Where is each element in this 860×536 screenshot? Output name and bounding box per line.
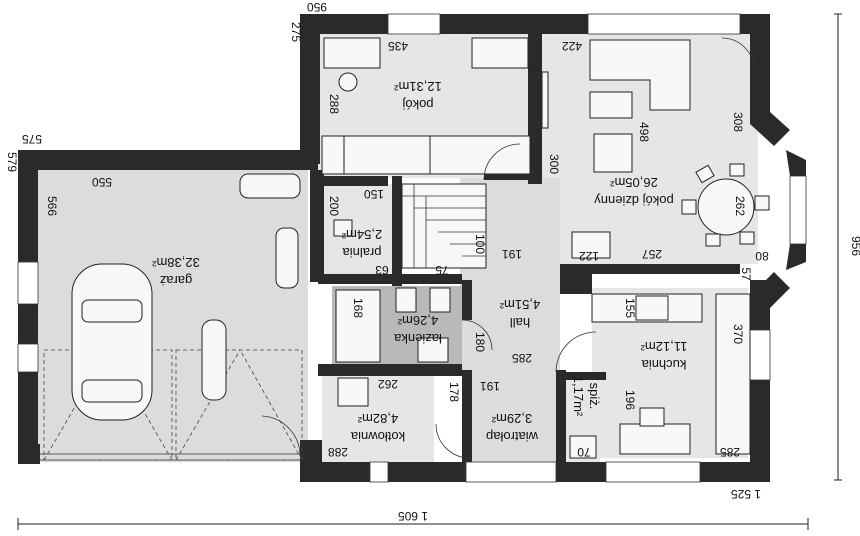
dim-living-300: 300 (547, 154, 561, 174)
room-name: pralnia (342, 245, 382, 260)
dim-garage-550: 550 (92, 175, 112, 189)
dim-total-height: 956 (849, 236, 860, 256)
room-kotlownia: kotłownia 4,82m² (350, 411, 405, 444)
room-name: hall (510, 315, 530, 330)
overall-dimensions: 1 605 1 525 956 950 275 575 579 (5, 0, 860, 523)
room-area: 2,54m² (341, 227, 382, 242)
room-furniture (321, 37, 549, 175)
dim-kitchen-57: 57 (739, 267, 753, 281)
kitchen-fixtures (555, 293, 751, 459)
dim-top-offset: 275 (289, 22, 303, 42)
dim-boiler-262: 262 (378, 377, 398, 391)
dim-bath-168: 168 (351, 298, 365, 318)
dim-kitchen-155: 155 (623, 298, 637, 318)
dim-pantry-70: 70 (577, 445, 591, 459)
walls (18, 14, 806, 482)
room-pralnia: pralnia 2,54m² (341, 227, 382, 260)
dim-boiler-288: 288 (328, 445, 348, 459)
room-name: łazienka (393, 331, 441, 346)
dim-hall-285: 285 (512, 351, 532, 365)
dim-living-498: 498 (637, 122, 651, 142)
room-garaz: garaż 32,38m² (151, 255, 199, 288)
dim-laundry-75: 75 (435, 263, 449, 277)
room-hall: hall 4,51m² (499, 297, 540, 330)
room-pokoj: pokój 12,31m² (393, 79, 441, 112)
dim-laundry-200: 200 (327, 196, 341, 216)
dimension-line (17, 13, 842, 530)
room-area: 11,12m² (640, 339, 687, 354)
living-furniture (571, 37, 770, 259)
windows (17, 13, 807, 483)
dim-hall-191: 191 (502, 247, 522, 261)
room-pokoj-dzienny: pokój dzienny 26,05m² (594, 175, 674, 208)
dim-kitchen-285: 285 (720, 445, 740, 459)
dim-laundry-63: 63 (375, 263, 389, 277)
stairs (401, 143, 521, 269)
dim-laundry-150: 150 (364, 187, 384, 201)
dim-garage-566: 566 (45, 196, 59, 216)
room-wiatrolap: wiatrołap 3,29m² (486, 411, 539, 444)
dim-left-offset: 575 (22, 132, 42, 146)
dim-living-262: 262 (733, 196, 747, 216)
dim-top-width: 950 (307, 0, 327, 14)
dim-vestibule-191: 191 (480, 379, 500, 393)
room-name: wiatrołap (486, 429, 539, 444)
room-area: 4,51m² (499, 297, 540, 312)
room-name: kotłownia (350, 429, 405, 444)
room-name: garaż (160, 273, 193, 288)
dim-left-top: 579 (5, 152, 19, 172)
dim-total-width: 1 605 (398, 509, 428, 523)
room-area: 12,31m² (393, 79, 441, 94)
room-area: 1,17m² (571, 376, 586, 417)
room-area: 4,26m² (397, 313, 438, 328)
room-name: kuchnia (641, 357, 687, 372)
garage-items (43, 173, 303, 461)
room-area: 26,05m² (609, 175, 657, 190)
dim-kitchen-196: 196 (623, 390, 637, 410)
dim-right-width: 1 525 (731, 487, 761, 501)
dim-kitchen-370: 370 (731, 324, 745, 344)
dim-living-422: 422 (562, 39, 582, 53)
room-area: 3,29m² (491, 411, 532, 426)
room-area: 4,82m² (357, 411, 398, 426)
fixtures (333, 219, 493, 459)
dim-living-122: 122 (579, 249, 599, 263)
dim-pokoj-288: 288 (327, 94, 341, 114)
room-area: 32,38m² (151, 255, 199, 270)
room-lazienka: łazienka 4,26m² (393, 313, 441, 346)
room-spiz: spiż. 1,17m² (571, 376, 602, 417)
dim-hall-100: 100 (473, 234, 487, 254)
room-kuchnia: kuchnia 11,12m² (640, 339, 687, 372)
dim-living-80: 80 (755, 249, 769, 263)
room-name: pokój dzienny (594, 193, 674, 208)
room-name: pokój (402, 97, 433, 112)
room-labels: pokój 12,31m² 435 288 pokój dzienny 26,0… (45, 39, 769, 459)
dim-living-308: 308 (731, 112, 745, 132)
room-name: spiż. (587, 383, 602, 410)
dim-boiler-178: 178 (447, 382, 461, 402)
dim-living-257: 257 (642, 247, 662, 261)
dim-pokoj-435: 435 (388, 39, 408, 53)
dim-hall-180: 180 (473, 332, 487, 352)
vestibule-floor (466, 376, 556, 462)
